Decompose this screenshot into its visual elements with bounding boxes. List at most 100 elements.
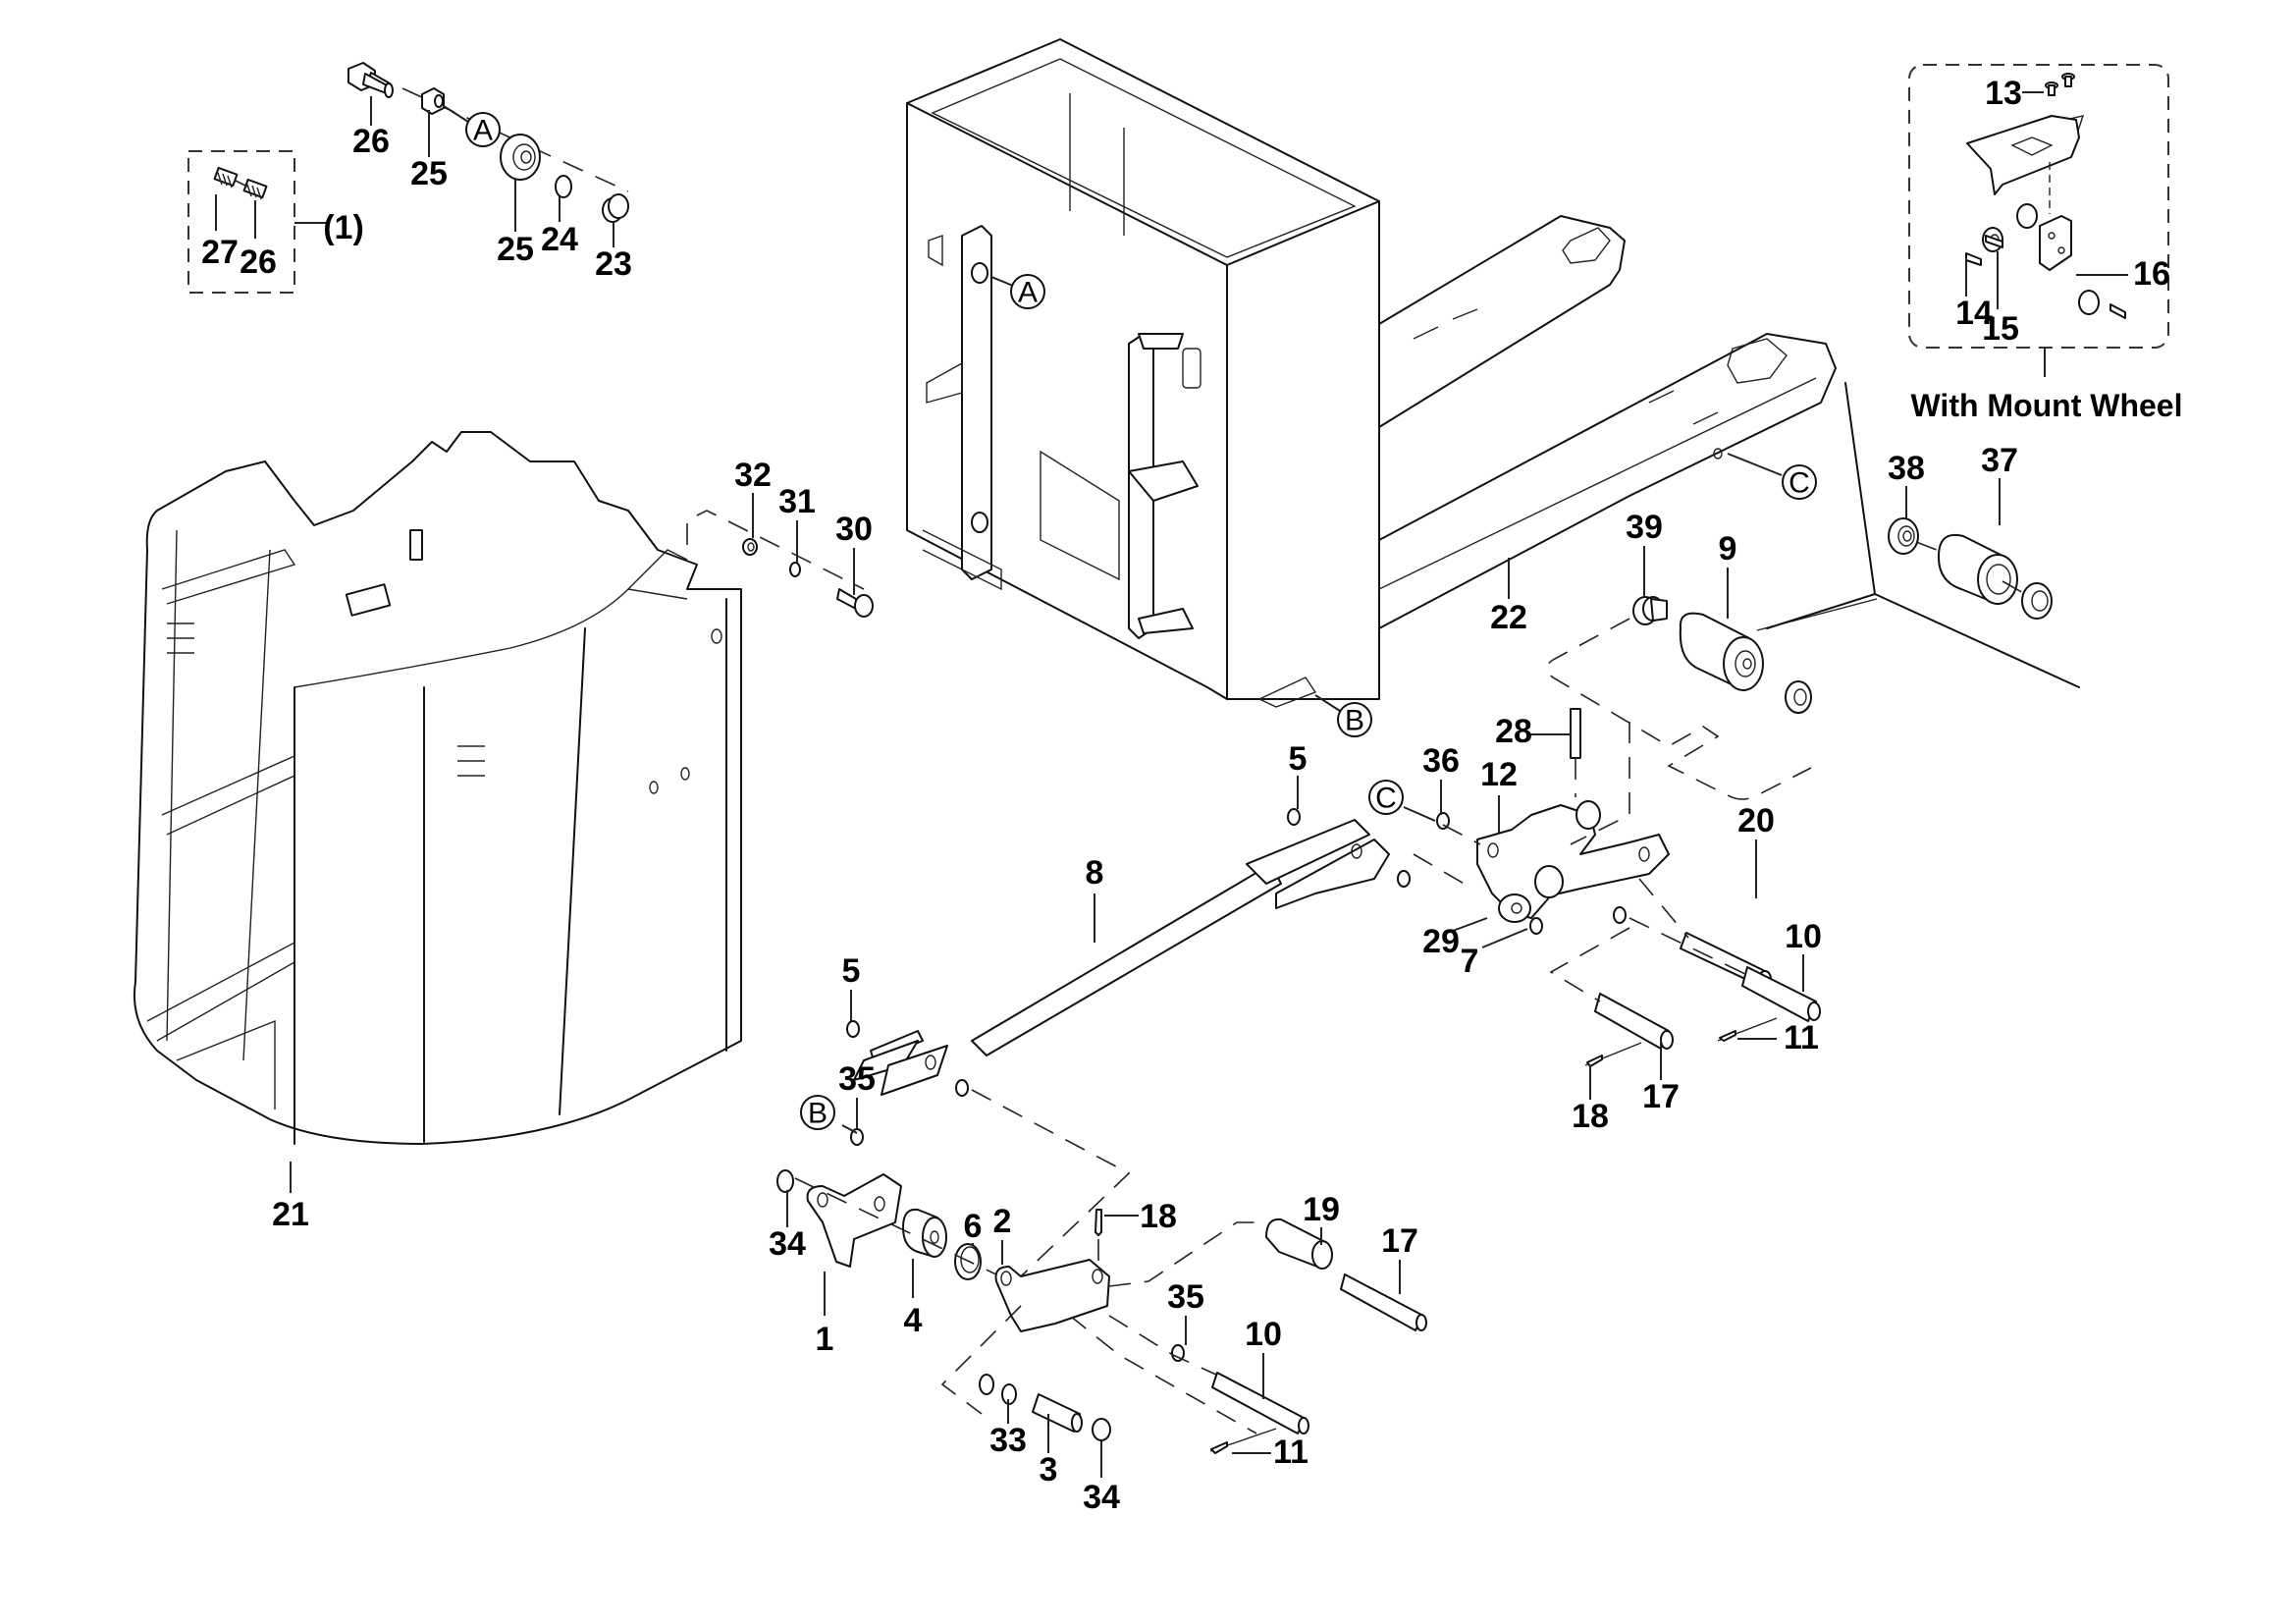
callout-number: 36 <box>1422 742 1460 780</box>
roller-19 <box>1265 1218 1333 1270</box>
callout-c23: 23 <box>595 221 632 283</box>
cotter-pin-11b <box>1210 1441 1228 1454</box>
callout-c29: 29 <box>1422 917 1488 960</box>
callout-c6: 6 <box>964 1208 983 1245</box>
washers-33 <box>979 1374 1017 1405</box>
callout-number: 35 <box>838 1060 876 1098</box>
callout-c33: 33 <box>989 1399 1027 1459</box>
callout-number: 8 <box>1086 854 1104 892</box>
callout-c7: 7 <box>1461 928 1528 980</box>
pin-28 <box>1570 708 1581 797</box>
fork-frame-22 <box>906 38 1837 708</box>
callout-number: (1) <box>323 209 364 246</box>
reference-circle <box>800 1095 835 1130</box>
reference-letter: B <box>1345 705 1364 737</box>
callout-c30: 30 <box>835 511 873 595</box>
callout-number: 26 <box>240 244 277 281</box>
callout-c35a: 35 <box>838 1060 876 1129</box>
callout-c36: 36 <box>1422 742 1460 815</box>
callout-number: 25 <box>497 231 534 268</box>
callout-c24: 24 <box>541 196 578 258</box>
pin-17b <box>1340 1273 1427 1331</box>
top-fastener-group <box>347 62 629 223</box>
callout-c38: 38 <box>1888 450 1925 518</box>
bearing-38 <box>1888 517 1919 555</box>
callout-c19: 19 <box>1303 1191 1340 1245</box>
callout-c5a: 5 <box>1289 740 1308 809</box>
callout-number: 24 <box>541 221 578 258</box>
reference-marker-a: A <box>443 105 501 147</box>
retaining-ring-24 <box>555 175 572 198</box>
lock-washer-31 <box>789 562 801 577</box>
callout-number: 27 <box>201 234 239 271</box>
callout-c15: 15 <box>1982 251 2019 348</box>
reference-marker-c: C <box>1368 780 1436 822</box>
callout-number: 26 <box>352 123 390 160</box>
callout-number: 11 <box>1273 1434 1308 1471</box>
pin-3 <box>1032 1393 1083 1433</box>
pin-10a <box>1741 966 1821 1022</box>
callout-c39: 39 <box>1626 509 1663 597</box>
retaining-ring-34b <box>1092 1418 1111 1441</box>
chassis-cover-21 <box>133 431 742 1145</box>
callout-c1g: (1) <box>294 209 364 246</box>
callout-number: 30 <box>835 511 873 548</box>
callout-c16: 16 <box>2076 255 2170 293</box>
bushing-39 <box>1632 596 1668 625</box>
callout-number: 13 <box>1985 75 2022 112</box>
cap-23 <box>602 193 629 223</box>
wheel-bracket-12 <box>1476 800 1670 935</box>
roller-25 <box>500 134 541 181</box>
callout-c4: 4 <box>904 1259 923 1339</box>
reference-letter: C <box>1789 467 1810 500</box>
callout-number: 34 <box>769 1225 806 1263</box>
callout-number: 3 <box>1040 1451 1058 1489</box>
callout-c9: 9 <box>1719 530 1737 619</box>
callout-c31: 31 <box>778 483 816 563</box>
screw-30 <box>836 588 874 618</box>
reference-circle <box>465 112 501 147</box>
callout-c11b: 11 <box>1232 1434 1308 1471</box>
cotter-pin-18b <box>1095 1209 1102 1265</box>
mount-wheel-inset <box>1908 64 2169 377</box>
spring-set-box <box>187 150 295 294</box>
callout-c10b: 10 <box>1245 1316 1282 1399</box>
reference-leader <box>990 276 1014 287</box>
callout-number: 33 <box>989 1422 1027 1459</box>
push-rod-8 <box>853 819 1390 1096</box>
callout-number: 14 <box>1955 295 1993 332</box>
pin-10b <box>1211 1372 1309 1435</box>
leader-line <box>1481 928 1528 948</box>
callout-number: 18 <box>1572 1098 1609 1135</box>
reference-circle <box>1782 464 1817 500</box>
load-wheel-37 <box>1937 533 2018 605</box>
callout-number: 22 <box>1490 599 1527 636</box>
callout-number: 5 <box>1289 740 1308 778</box>
bearing-38b <box>2021 582 2053 620</box>
callout-number: 15 <box>1982 310 2019 348</box>
reference-letter: A <box>1018 277 1038 309</box>
spring-26 <box>242 178 268 200</box>
tandem-wheel-panel <box>1766 382 2080 688</box>
callout-c28: 28 <box>1495 713 1571 750</box>
callout-number: 17 <box>1381 1222 1418 1260</box>
callout-c25b: 25 <box>497 180 534 268</box>
spring-27 <box>213 166 239 189</box>
pin-17a <box>1594 993 1674 1050</box>
callout-number: 23 <box>595 245 632 283</box>
callout-c26b: 26 <box>240 200 277 281</box>
reference-leader <box>1314 694 1341 712</box>
callout-number: 6 <box>964 1208 983 1245</box>
callout-number: 9 <box>1719 530 1737 568</box>
reference-letter: B <box>808 1098 828 1130</box>
callout-c32: 32 <box>734 457 772 538</box>
callout-number: 11 <box>1784 1019 1819 1056</box>
cover-fastener-axis <box>686 510 865 590</box>
callout-number: 31 <box>778 483 816 520</box>
callout-c1: 1 <box>816 1272 833 1358</box>
callout-c12: 12 <box>1480 756 1518 833</box>
reference-circle <box>1337 702 1372 737</box>
washer-32 <box>742 538 758 556</box>
callout-c21: 21 <box>272 1162 309 1233</box>
